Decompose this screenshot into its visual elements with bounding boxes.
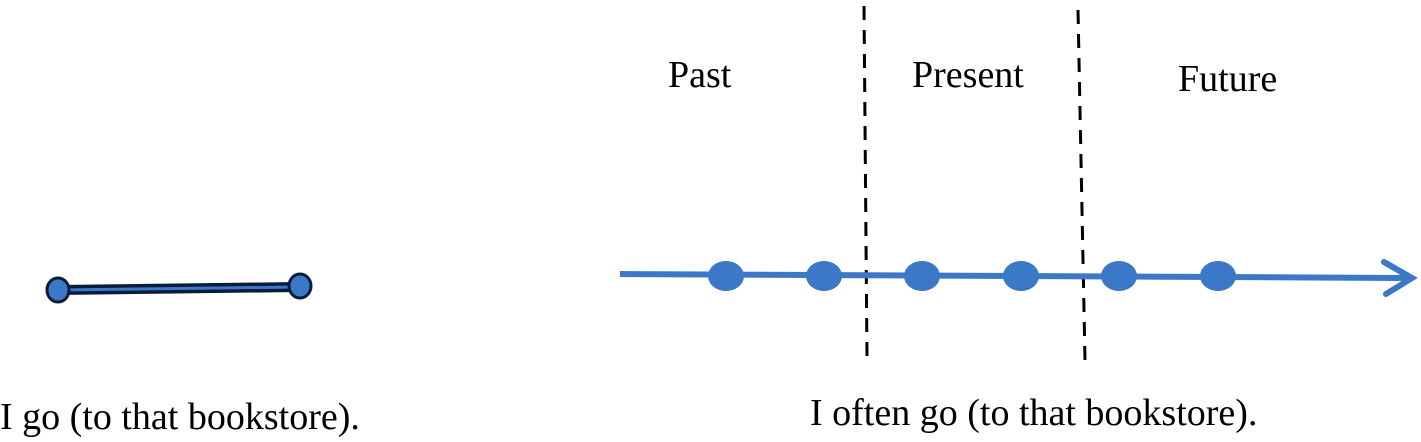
habitual-segment <box>45 272 313 304</box>
caption-simple: I go (to that bookstore). <box>0 396 360 438</box>
event-dot <box>1101 261 1137 291</box>
event-dot <box>1200 261 1236 291</box>
divider-past-present <box>862 5 869 359</box>
segment-end-dot <box>287 272 313 300</box>
timeline-arrowhead <box>1381 259 1418 297</box>
period-label-future: Future <box>1178 58 1278 100</box>
segment-start-dot <box>45 276 71 304</box>
segment-bar-core <box>56 285 302 292</box>
event-dot <box>904 261 940 291</box>
period-label-past: Past <box>668 54 732 96</box>
event-dot <box>1003 261 1039 291</box>
period-label-present: Present <box>912 54 1024 96</box>
event-dot <box>806 261 842 291</box>
event-dot <box>708 261 744 291</box>
caption-habitual: I often go (to that bookstore). <box>810 392 1258 434</box>
divider-present-future <box>1076 9 1087 361</box>
timeline <box>619 5 1418 361</box>
